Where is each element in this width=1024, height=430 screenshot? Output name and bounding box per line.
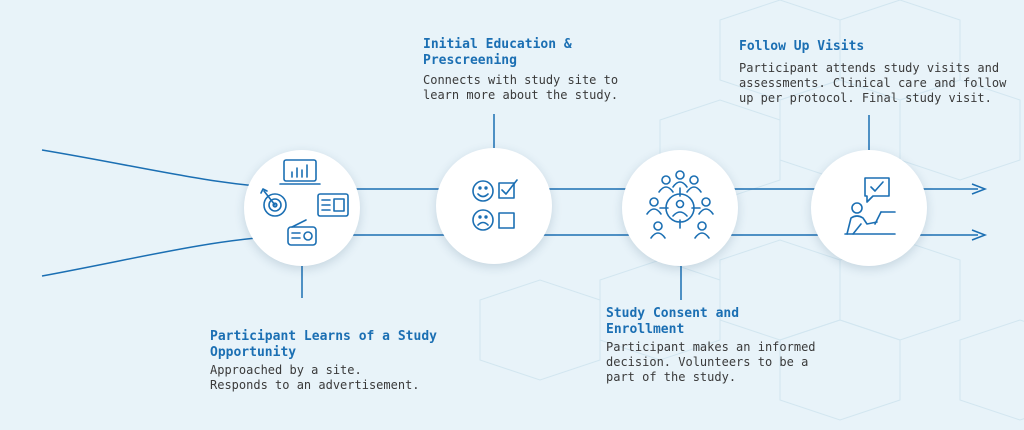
step-4-label: Follow Up Visits Participant attends stu… bbox=[739, 39, 1009, 106]
lower-arrowhead bbox=[971, 229, 988, 241]
step-1-title: Participant Learns of a Study Opportunit… bbox=[210, 329, 437, 360]
step-1-label: Participant Learns of a Study Opportunit… bbox=[210, 329, 450, 393]
step-4-circle bbox=[811, 150, 927, 266]
step-3-title: Study Consent and Enrollment bbox=[606, 306, 740, 337]
step-1-description: Approached by a site. Responds to an adv… bbox=[210, 363, 420, 392]
participant-laptop-icon bbox=[844, 177, 896, 235]
step-4-description: Participant attends study visits and ass… bbox=[739, 61, 1007, 105]
step-2-label: Initial Education & Prescreening Connect… bbox=[423, 37, 623, 103]
target-group-icon bbox=[646, 170, 714, 239]
step-2-title: Initial Education & Prescreening bbox=[423, 37, 572, 68]
step-3-circle bbox=[622, 150, 738, 266]
step-2-description: Connects with study site to learn more a… bbox=[423, 73, 619, 102]
upper-arrowhead bbox=[971, 183, 988, 195]
step-1-circle bbox=[244, 150, 360, 266]
step-2-circle bbox=[436, 148, 552, 264]
step-3-label: Study Consent and Enrollment Participant… bbox=[606, 306, 821, 385]
step-3-description: Participant makes an informed decision. … bbox=[606, 340, 816, 384]
advertising-channels-icon bbox=[260, 159, 349, 246]
screening-checklist-icon bbox=[472, 179, 518, 231]
step-4-title: Follow Up Visits bbox=[739, 39, 865, 54]
